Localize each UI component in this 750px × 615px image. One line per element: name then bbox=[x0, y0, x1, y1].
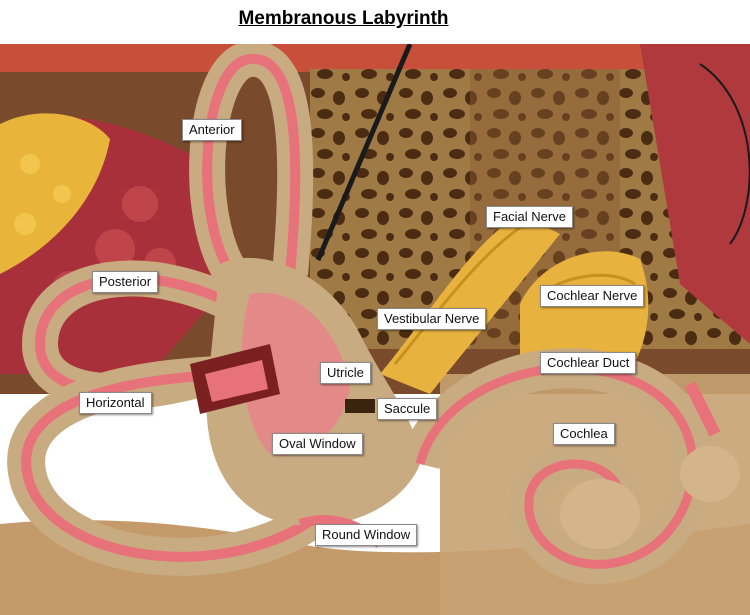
label-round-window: Round Window bbox=[315, 524, 418, 546]
label-cochlea: Cochlea bbox=[553, 423, 615, 445]
label-utricle: Utricle bbox=[320, 362, 371, 384]
label-anterior: Anterior bbox=[182, 119, 242, 141]
vestibule bbox=[190, 257, 420, 548]
label-cochlear-nerve: Cochlear Nerve bbox=[540, 285, 645, 307]
label-posterior: Posterior bbox=[92, 271, 159, 293]
label-horizontal: Horizontal bbox=[79, 392, 152, 414]
label-oval-window: Oval Window bbox=[272, 433, 363, 455]
page-title: Membranous Labyrinth bbox=[238, 8, 449, 29]
label-saccule: Saccule bbox=[377, 398, 438, 420]
probe-line bbox=[315, 44, 413, 261]
inner-ear-illustration bbox=[0, 44, 750, 615]
label-vestibular-nerve: Vestibular Nerve bbox=[377, 308, 487, 330]
label-cochlear-duct: Cochlear Duct bbox=[540, 352, 637, 374]
label-facial-nerve: Facial Nerve bbox=[486, 206, 573, 228]
semicircular-canals bbox=[7, 44, 332, 576]
